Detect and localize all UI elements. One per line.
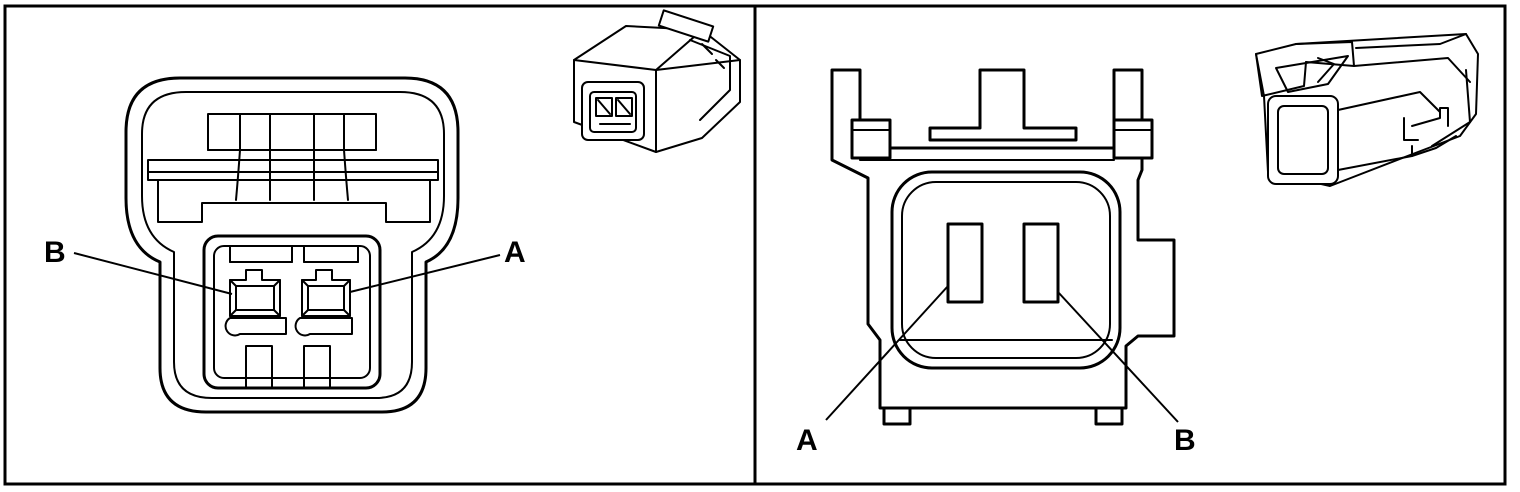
- left-connector-face: [124, 76, 460, 414]
- right-terminal-b: [1022, 222, 1060, 304]
- left-panel: B A: [44, 9, 741, 414]
- left-terminal-b: [224, 269, 287, 337]
- right-terminal-a: [946, 222, 984, 304]
- right-leader-b: [1057, 291, 1179, 423]
- right-connector-isometric-view: [1255, 33, 1479, 187]
- left-leader-a: [349, 254, 501, 293]
- right-pin-label-a: A: [796, 424, 818, 457]
- left-terminal-a: [294, 269, 353, 337]
- left-pin-label-a: A: [504, 236, 526, 269]
- right-pin-label-b: B: [1174, 424, 1196, 457]
- left-leader-b: [73, 252, 233, 295]
- right-connector-face: [830, 68, 1176, 426]
- left-pin-label-b: B: [44, 236, 66, 269]
- right-leader-a: [825, 285, 949, 421]
- right-panel: A B: [796, 33, 1479, 457]
- left-connector-isometric-view: [573, 9, 741, 153]
